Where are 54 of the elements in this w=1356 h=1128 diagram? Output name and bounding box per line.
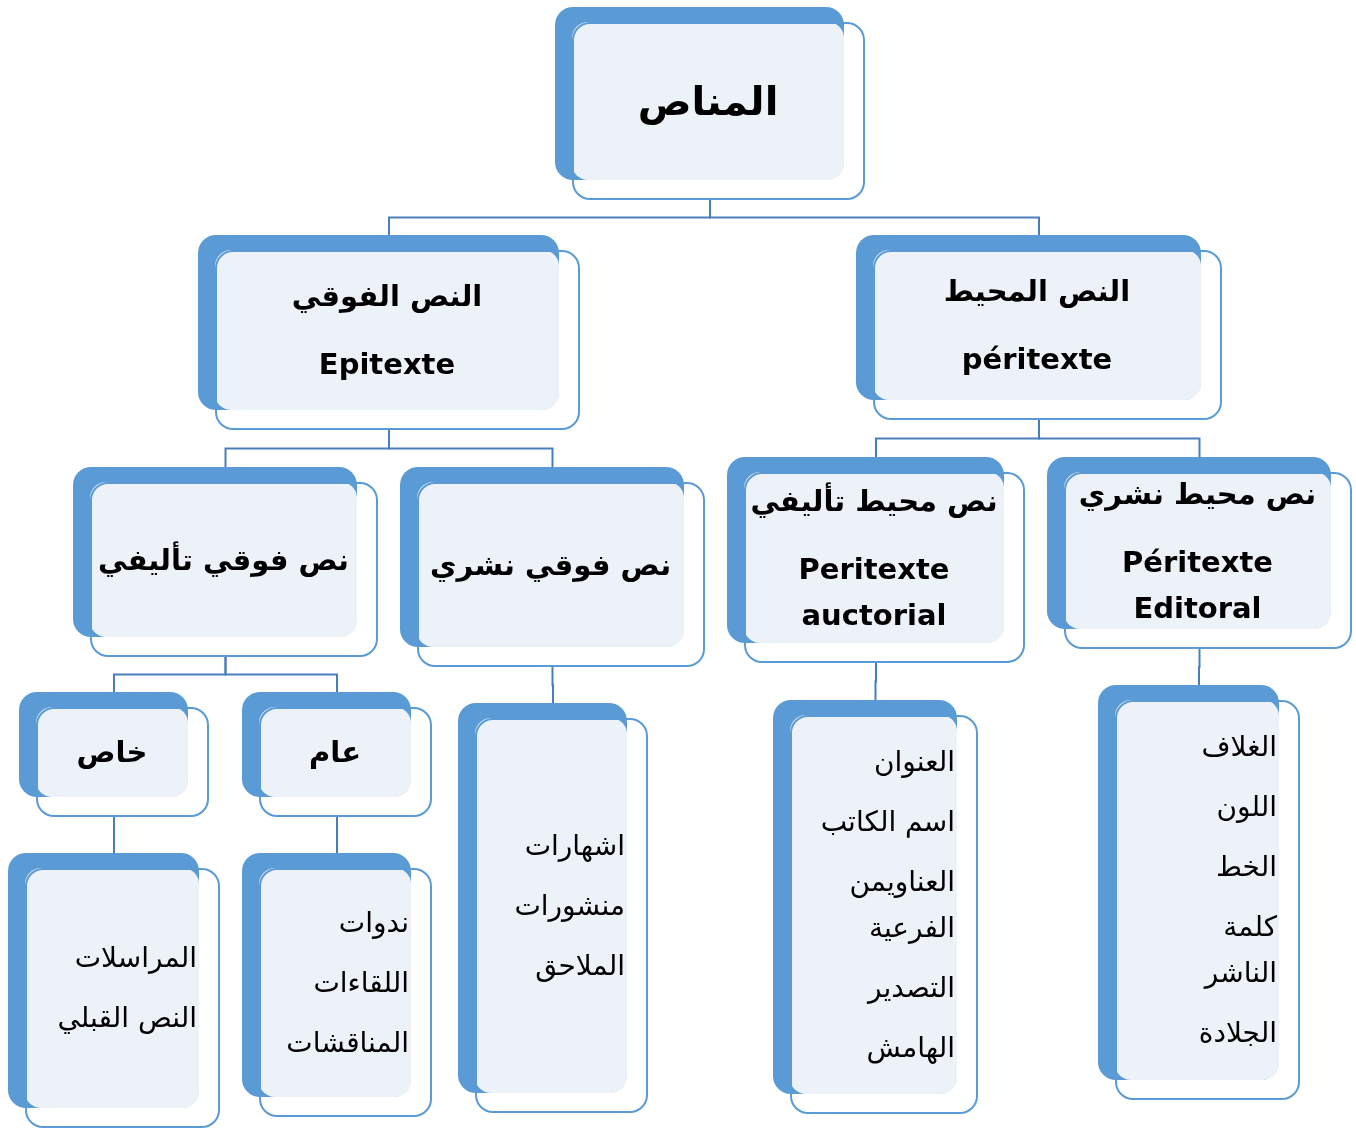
list-item: كلمة الناشر bbox=[1202, 909, 1277, 991]
list-item: اشهارات bbox=[524, 827, 625, 864]
item-list-box bbox=[1098, 685, 1300, 1100]
list-item: اسم الكاتب bbox=[820, 803, 955, 840]
list-item: التصدير bbox=[868, 969, 955, 1006]
heading-text: النص المحيط bbox=[943, 273, 1131, 310]
list-item: المناقشات bbox=[286, 1024, 409, 1061]
category-box bbox=[19, 692, 209, 817]
list-item: ندوات bbox=[338, 904, 409, 941]
list-item: الهامش bbox=[866, 1029, 955, 1066]
heading-text: نص فوقي نشري bbox=[429, 546, 672, 584]
list-item: العنوان bbox=[873, 743, 955, 780]
item-list-box bbox=[458, 703, 648, 1113]
heading-text: خاص bbox=[76, 734, 148, 771]
item-list-box bbox=[8, 853, 220, 1128]
connector bbox=[113, 816, 115, 854]
heading-text: Peritexte auctorial bbox=[797, 550, 951, 634]
list-item: الغلاف bbox=[1201, 729, 1277, 765]
heading-text: المناص bbox=[637, 78, 779, 124]
connector bbox=[224, 656, 338, 693]
title-box bbox=[555, 7, 865, 200]
connector bbox=[709, 199, 1040, 236]
list-item: الخط bbox=[1216, 849, 1277, 885]
category-box bbox=[242, 692, 432, 817]
connector bbox=[551, 666, 554, 704]
item-list-box bbox=[773, 700, 978, 1114]
heading-text: النص الفوقي bbox=[291, 278, 483, 315]
heading-text: Péritexte Editoral bbox=[1121, 543, 1274, 627]
heading-text: نص محيط نشري bbox=[1078, 475, 1317, 513]
category-box bbox=[727, 457, 1025, 663]
connector bbox=[1038, 419, 1201, 458]
list-item: منشورات bbox=[514, 887, 625, 924]
list-item: المراسلات bbox=[74, 940, 197, 976]
category-box bbox=[73, 467, 378, 657]
list-item: اللون bbox=[1216, 789, 1277, 825]
connector bbox=[874, 662, 877, 701]
list-item: الملاحق bbox=[535, 947, 625, 984]
connector bbox=[388, 429, 554, 468]
category-box bbox=[198, 235, 580, 430]
list-item: اللقاءات bbox=[313, 964, 409, 1001]
heading-text: نص فوقي تأليفي bbox=[98, 540, 349, 579]
heading-text: عام bbox=[309, 734, 361, 771]
heading-text: Epitexte bbox=[318, 346, 456, 383]
heading-text: péritexte bbox=[961, 341, 1113, 378]
list-item: النص القبلي bbox=[57, 1000, 197, 1036]
category-box bbox=[1047, 457, 1352, 649]
list-item: الجلادة bbox=[1198, 1015, 1277, 1051]
item-list-box bbox=[242, 853, 432, 1117]
category-box bbox=[400, 467, 705, 667]
category-box bbox=[856, 235, 1222, 420]
connector bbox=[1198, 648, 1201, 686]
heading-text: نص محيط تأليفي bbox=[750, 481, 998, 520]
connector bbox=[336, 816, 338, 854]
list-item: العناويمن الفرعية bbox=[848, 863, 955, 946]
